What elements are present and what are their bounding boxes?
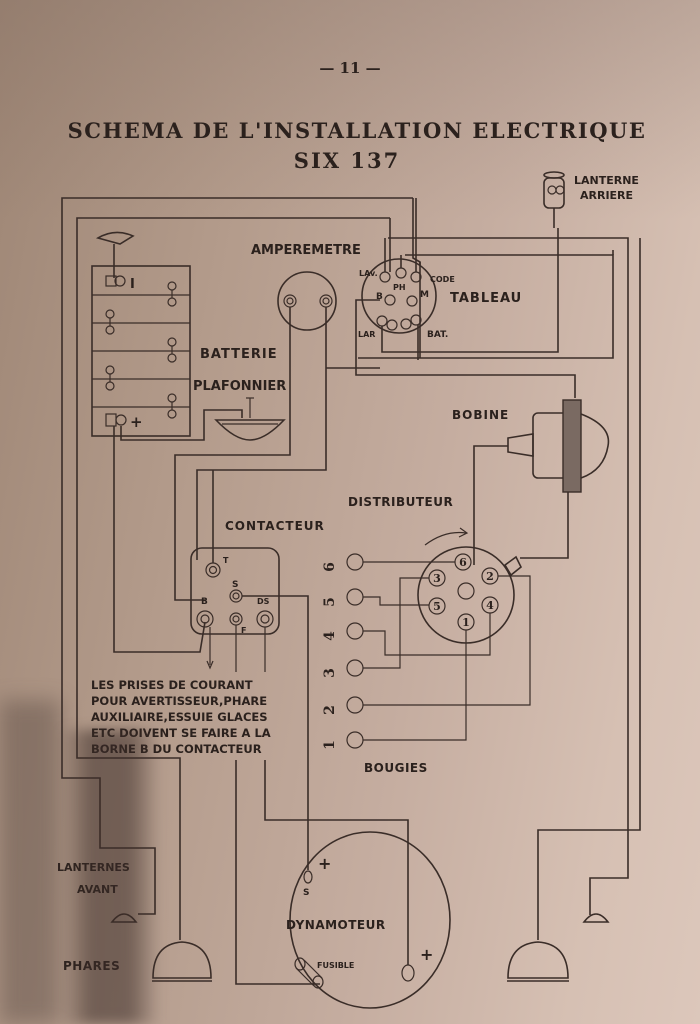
- lanterne-arriere: LANTERNE ARRIERE: [543, 171, 639, 228]
- dynamoteur-label: DYNAMOTEUR: [286, 918, 386, 932]
- wire-amperemetre-pos: [196, 307, 327, 560]
- contacteur-label: CONTACTEUR: [225, 519, 325, 533]
- dist-term-6: 6: [459, 556, 467, 569]
- bougie-num-2: 2: [322, 705, 338, 715]
- contacteur-ds: DS: [257, 597, 270, 606]
- phares-label: PHARES: [63, 959, 120, 973]
- bougie-num-1: 1: [322, 740, 338, 750]
- bougie-num-5: 5: [322, 597, 338, 607]
- dist-term-4: 4: [486, 599, 494, 612]
- contacteur: CONTACTEUR T S B F DS: [190, 470, 325, 870]
- dist-term-3: 3: [433, 572, 441, 585]
- contacteur-note: LES PRISES DE COURANT POUR AVERTISSEUR,P…: [91, 678, 271, 756]
- bobine: BOBINE: [452, 399, 610, 565]
- bobine-label: BOBINE: [452, 408, 509, 422]
- wire-contacteur-s-to-dynamoteur: [242, 595, 309, 870]
- lanterne-arriere-label-2: ARRIERE: [580, 189, 633, 202]
- dynamoteur: + S DYNAMOTEUR FUSIBLE +: [286, 831, 451, 1009]
- bougies-label: BOUGIES: [364, 761, 428, 775]
- tableau: LAv. PH CODE B M LAR BAT. TABLEAU: [355, 198, 576, 398]
- lanterne-avant-right-icon: [582, 913, 610, 923]
- note-line-3: AUXILIAIRE,ESSUIE GLACES: [91, 710, 268, 724]
- tableau-bat: BAT.: [427, 330, 448, 340]
- page-number: — 11 —: [319, 59, 380, 77]
- bougies: 6 5 4 3 2 1 BOUGIES: [322, 553, 531, 775]
- wire-right-lantern: [388, 237, 629, 915]
- wire-tableau-loop: [358, 254, 614, 359]
- bougie-num-4: 4: [322, 631, 338, 641]
- wire-amperemetre-neg: [174, 307, 291, 601]
- dyn-plus: +: [420, 945, 433, 964]
- dist-term-5: 5: [433, 600, 441, 613]
- plafonnier: PLAFONNIER: [193, 379, 286, 441]
- distributeur: DISTRIBUTEUR 6 3 2 5 4 1: [348, 495, 523, 644]
- bougie-numbers: 6 5 4 3 2 1: [322, 562, 338, 750]
- note-line-4: ETC DOIVENT SE FAIRE A LA: [91, 726, 271, 740]
- contacteur-f: F: [241, 626, 246, 635]
- wire-f-to-fusible: [235, 760, 320, 985]
- bougie-num-3: 3: [322, 668, 338, 678]
- batterie-neg-label: I: [130, 277, 135, 292]
- wire-bobine-to-distributeur: [473, 445, 508, 565]
- bougie-num-6: 6: [322, 562, 338, 572]
- amperemetre-label: AMPEREMETRE: [251, 243, 361, 258]
- lanternes-avant-label-1: LANTERNES: [57, 861, 130, 874]
- contacteur-b: B: [201, 597, 208, 607]
- tableau-code: CODE: [430, 275, 455, 284]
- note-line-2: POUR AVERTISSEUR,PHARE: [91, 694, 267, 708]
- wire-batterie-to-plafonnier: [120, 409, 243, 441]
- wire-left-phare: [76, 217, 390, 940]
- dist-term-2: 2: [486, 570, 494, 583]
- amperemetre: AMPEREMETRE: [174, 243, 380, 601]
- tableau-ph: PH: [393, 283, 406, 292]
- tableau-lav: LAv.: [359, 269, 378, 278]
- diagram-title: SCHEMA DE L'INSTALLATION ELECTRIQUE: [68, 118, 647, 143]
- batterie: I + BATTERIE: [91, 231, 278, 653]
- contacteur-t: T: [223, 556, 229, 565]
- dist-term-1: 1: [462, 616, 470, 629]
- lanternes-avant-label-2: AVANT: [77, 883, 118, 896]
- plafonnier-label: PLAFONNIER: [193, 379, 286, 394]
- wire-batterie-to-contacteur: [113, 426, 206, 653]
- tableau-m: M: [420, 290, 429, 300]
- distributeur-label: DISTRIBUTEUR: [348, 495, 453, 509]
- wire-right-phare: [537, 238, 641, 940]
- phare-right-icon: [507, 941, 569, 979]
- note-line-1: LES PRISES DE COURANT: [91, 678, 253, 692]
- note-line-5: BORNE B DU CONTACTEUR: [91, 742, 262, 756]
- tableau-lar: LAR: [358, 330, 375, 339]
- diagram-subtitle: SIX 137: [294, 148, 400, 173]
- dyn-fusible: FUSIBLE: [317, 961, 354, 970]
- lanterne-arriere-label-1: LANTERNE: [574, 174, 639, 187]
- dyn-s-plus: +: [318, 854, 331, 873]
- lanterne-avant-left-icon: [110, 913, 138, 923]
- batterie-pos-label: +: [130, 413, 143, 431]
- batterie-label: BATTERIE: [200, 347, 278, 362]
- tableau-label: TABLEAU: [450, 291, 522, 306]
- dyn-s: S: [303, 888, 309, 898]
- wire-ds-to-dynamoteur: [264, 760, 409, 965]
- contacteur-s: S: [232, 580, 238, 590]
- phare-left-icon: [152, 941, 212, 979]
- tableau-b: B: [376, 292, 383, 302]
- batterie-ceiling-lamp-icon: [95, 231, 135, 245]
- wire-tableau-to-bobine: [355, 299, 576, 398]
